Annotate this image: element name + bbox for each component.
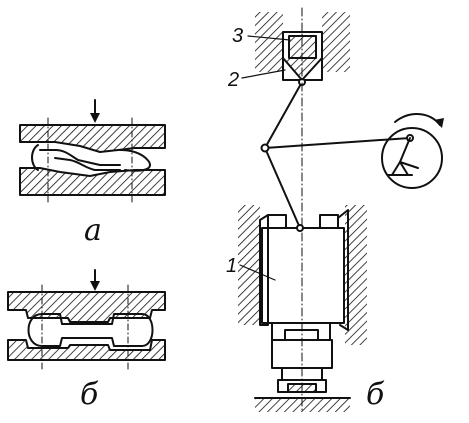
crank-link	[264, 137, 411, 149]
upper-die-b	[7, 291, 166, 323]
caption-a: а	[84, 213, 102, 248]
rotation-arrow	[394, 113, 441, 126]
callout-2: 2	[227, 69, 239, 91]
caption-b: б	[80, 377, 99, 412]
pivot-joint	[260, 143, 270, 153]
caption-c: б	[366, 377, 385, 412]
die-holder	[271, 322, 331, 341]
crank-disk	[381, 127, 443, 189]
upper-die-a	[19, 124, 166, 153]
blank-left-lobe-a	[31, 144, 39, 171]
anvil-block	[277, 379, 327, 393]
lower-link	[264, 147, 301, 229]
figure-a-die	[19, 99, 166, 206]
lower-die-a	[19, 167, 166, 196]
callout-1: 1	[226, 255, 237, 277]
upper-link	[264, 81, 303, 149]
blank-right-lobe-a	[119, 149, 151, 172]
figure-c-press	[238, 7, 444, 412]
ram-body	[261, 227, 345, 324]
figure-b-die	[7, 269, 166, 373]
lower-die-b	[7, 339, 166, 361]
callout-3: 3	[232, 25, 243, 47]
